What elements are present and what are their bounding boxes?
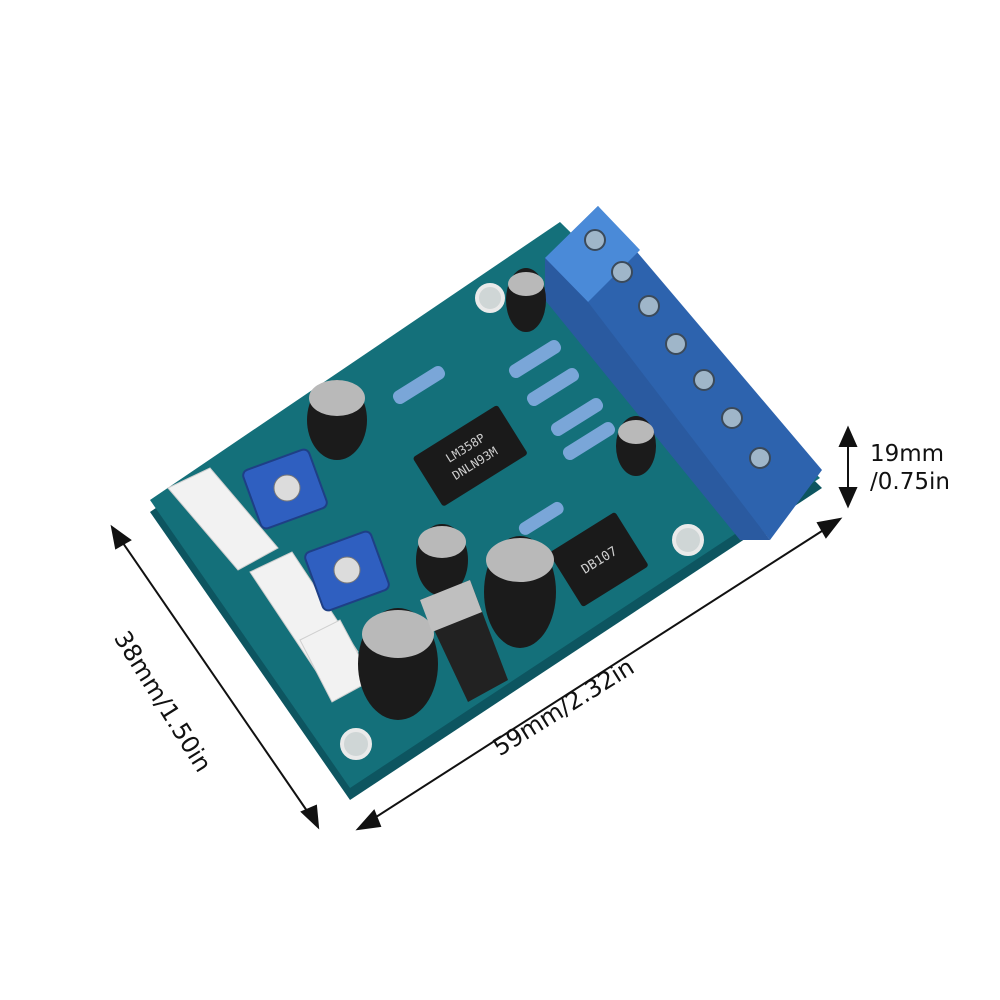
mount-hole-right bbox=[672, 524, 704, 556]
mount-hole-top bbox=[475, 283, 505, 313]
dimension-lines bbox=[110, 425, 858, 831]
height-mm-label: 19mm bbox=[870, 441, 945, 467]
height-in-label: /0.75in bbox=[870, 469, 950, 495]
capacitors bbox=[307, 268, 656, 720]
terminal-screws bbox=[584, 229, 771, 469]
ic-chip: LM358P DNLN93M bbox=[413, 405, 527, 506]
mount-hole-bottom bbox=[340, 728, 372, 760]
white-connectors bbox=[167, 467, 373, 703]
terminal-block bbox=[545, 206, 822, 540]
width-dimension-line bbox=[361, 521, 837, 827]
bridge-rectifier: DB107 bbox=[549, 512, 648, 607]
resistors bbox=[392, 339, 616, 535]
depth-dimension-line bbox=[113, 529, 317, 825]
height-dimension-label: 19mm /0.75in bbox=[870, 440, 950, 496]
